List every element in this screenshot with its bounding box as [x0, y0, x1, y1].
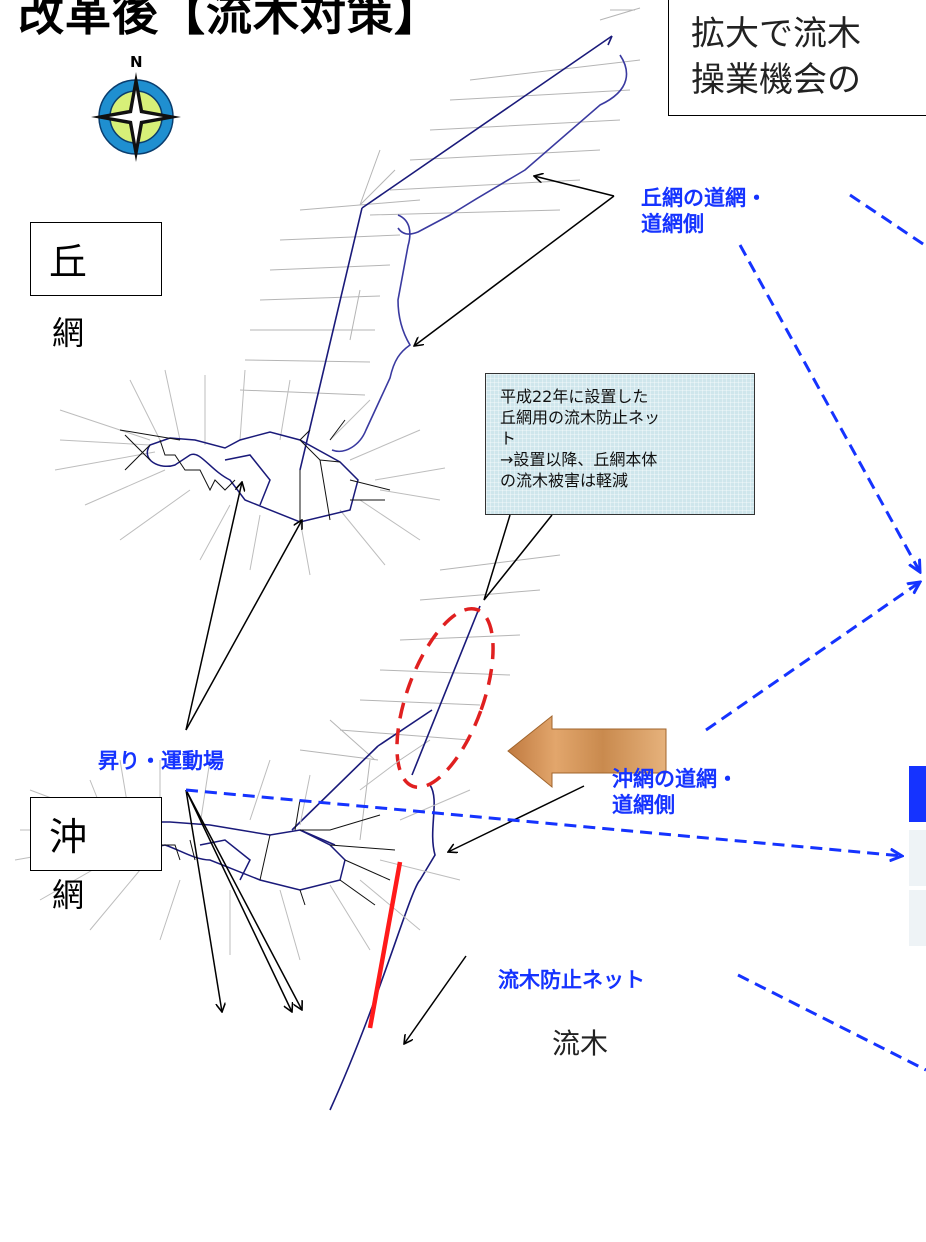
blue-dashed-leaders [185, 193, 926, 1072]
nobori-undojo-label: 昇り・運動場 [98, 749, 224, 773]
oka-net-box-label: 丘 [49, 240, 88, 284]
driftwood-label: 流木 [552, 1027, 609, 1060]
callout-existing-net: 平成22年に設置した 丘網用の流木防止ネッ ト →設置以降、丘網本体 の流木被害… [485, 373, 755, 515]
top-note-box: 拡大で流木 操業機会の [668, 0, 926, 116]
compass-north-label: N [130, 53, 143, 71]
right-edge-panel-2 [909, 890, 926, 946]
top-note-line2: 操業機会の [691, 60, 861, 100]
top-note-line1: 拡大で流木 [691, 14, 861, 54]
oka-michiami-braces [331, 54, 628, 452]
guide-ropes-middle [299, 554, 561, 841]
oka-michiami-label: 丘網の道網・ 道網側 [641, 185, 767, 237]
oki-michiami-label-line1: 沖網の道網・ [612, 767, 738, 791]
oka-michiami-label-line2: 道網側 [641, 212, 704, 236]
oki-leader-lines [291, 605, 481, 1111]
oki-michiami-label-line2: 道網側 [612, 793, 675, 817]
page-title: 改革後【流木対策】 [18, 0, 441, 41]
oka-net-sub-label: 網 [52, 314, 85, 352]
compass-rose-icon [91, 72, 181, 162]
oka-leader-lines [299, 35, 613, 471]
callout-line5: の流木被害は軽減 [500, 471, 629, 490]
oki-net-box: 沖 [30, 797, 162, 871]
driftwood-arrow-icon [507, 714, 667, 789]
callout-line2: 丘網用の流木防止ネッ [500, 408, 661, 427]
ryuboku-net-line [367, 861, 403, 1029]
guide-ropes-upper [239, 7, 641, 396]
existing-net-highlight [395, 606, 495, 790]
callout-line4: →設置以降、丘網本体 [500, 450, 658, 469]
right-edge-bar [909, 766, 926, 822]
callout-line1: 平成22年に設置した [500, 387, 649, 406]
oki-net-sub-label: 網 [52, 876, 85, 914]
oka-net-body [54, 369, 446, 576]
oka-net-box: 丘 [30, 222, 162, 296]
right-edge-panel [909, 830, 926, 886]
oki-net-box-label: 沖 [49, 815, 88, 859]
callout-line3: ト [500, 429, 517, 448]
oka-michiami-label-line1: 丘網の道網・ [641, 186, 767, 210]
oki-michiami-label: 沖網の道網・ 道網側 [612, 766, 738, 818]
ryuboku-net-label: 流木防止ネット [498, 968, 645, 992]
